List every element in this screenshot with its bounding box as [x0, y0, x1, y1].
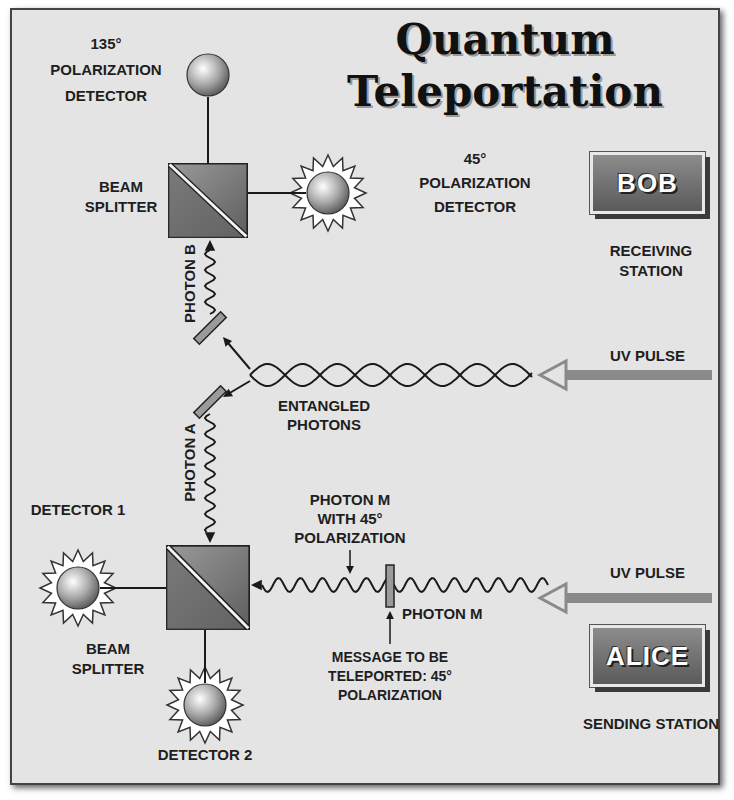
photon-label: PHOTON B: [180, 244, 199, 323]
detector-label: DETECTOR 2: [145, 745, 265, 765]
station-name: BOB: [617, 168, 678, 198]
splitter-label: BEAM SPLITTER: [60, 639, 156, 679]
polarizer-plate: [386, 565, 394, 607]
station-caption: SENDING STATION: [581, 714, 721, 734]
station-name: ALICE: [606, 641, 689, 671]
uv-pulse-label: UV PULSE: [585, 346, 710, 365]
detector-label: 45° POLARIZATION DETECTOR: [410, 147, 540, 219]
splitter-edge: [168, 547, 249, 629]
crystal-plate: [194, 386, 227, 419]
arrowhead: [386, 611, 394, 619]
detector-shape: [306, 171, 350, 215]
entangled-label: ENTANGLED PHOTONS: [268, 396, 380, 434]
connector-stroke: [100, 587, 166, 589]
splitter-mirror: [168, 547, 249, 629]
detector-circle: [187, 54, 229, 96]
leader-line: [349, 550, 351, 566]
uv-arrow-head: [540, 361, 566, 389]
photon-b-wave: [205, 250, 215, 314]
uv-arrow-head: [540, 584, 566, 612]
detector-label: 135° POLARIZATION DETECTOR: [36, 31, 176, 109]
photon-a-wave: [205, 414, 215, 532]
detector-ball: 45° POLARIZATION DETECTOR: [306, 171, 350, 215]
photon-m-note: PHOTON M WITH 45° POLARIZATION: [292, 490, 408, 547]
uv-arrow-shaft: [562, 593, 712, 603]
arrowhead: [223, 337, 232, 347]
arrowhead: [205, 240, 215, 251]
detector-ball: DETECTOR 1: [56, 566, 100, 610]
detector-ball: DETECTOR 2: [183, 683, 227, 727]
splitter-shape: [168, 163, 248, 238]
station-box: BOBRECEIVING STATION: [590, 152, 705, 214]
detector-ball: 135° POLARIZATION DETECTOR: [186, 53, 230, 97]
connector-stroke: [207, 97, 209, 163]
photon-label: PHOTON A: [180, 423, 199, 501]
connector-stroke: [204, 630, 206, 683]
uv-arrow-shaft: [562, 370, 712, 380]
photon-m-wave: [262, 578, 548, 592]
entangled-wave: [250, 364, 532, 386]
splitter-body: [167, 546, 249, 629]
detector-label: DETECTOR 1: [18, 500, 138, 520]
detector-shape: [183, 683, 227, 727]
station-caption: RECEIVING STATION: [581, 241, 721, 281]
detector-shape: [56, 566, 100, 610]
message-note: MESSAGE TO BE TELEPORTED: 45° POLARIZATI…: [312, 648, 468, 705]
beam-splitter: BEAM SPLITTER: [166, 545, 250, 630]
connector-line: [248, 193, 306, 194]
connector-line: [100, 588, 166, 589]
connector-line: [208, 97, 209, 163]
station-box: ALICESENDING STATION: [590, 625, 705, 687]
leader-line: [389, 619, 391, 644]
photon-arrow: [228, 343, 250, 369]
detector-shape: [186, 53, 230, 97]
splitter-mirror: [170, 165, 247, 237]
splitter-half: [167, 546, 249, 629]
photon-label: PHOTON M: [402, 604, 512, 623]
entangled-wave: [250, 364, 532, 386]
connector-line: [205, 630, 206, 683]
detector-circle: [57, 567, 99, 609]
arrowhead: [346, 566, 354, 574]
detector-circle: [184, 684, 226, 726]
photon-arrow: [228, 381, 250, 394]
splitter-half: [169, 164, 247, 238]
splitter-shape: [166, 545, 250, 630]
splitter-edge: [170, 165, 247, 237]
beam-splitter: BEAM SPLITTER: [168, 163, 248, 238]
crystal-plate: [194, 312, 227, 345]
detector-circle: [307, 172, 349, 214]
uv-pulse-label: UV PULSE: [585, 563, 710, 582]
splitter-label: BEAM SPLITTER: [80, 177, 162, 217]
splitter-body: [169, 164, 247, 238]
connector-stroke: [248, 192, 306, 194]
arrowhead: [251, 580, 262, 590]
title: Quantum Teleportation: [300, 14, 710, 118]
arrowhead: [205, 532, 215, 543]
